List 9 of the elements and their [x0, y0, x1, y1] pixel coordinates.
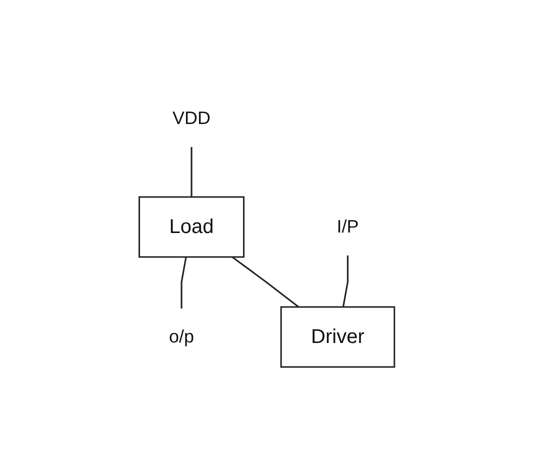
connector — [180, 256, 187, 308]
connector — [190, 146, 192, 196]
node-text: I/P — [336, 216, 359, 236]
node-text: VDD — [172, 108, 210, 128]
node-box: Load — [138, 196, 244, 258]
connector — [232, 256, 299, 308]
node-text: o/p — [168, 326, 194, 346]
connector — [342, 255, 348, 307]
node-box: Driver — [280, 306, 395, 368]
